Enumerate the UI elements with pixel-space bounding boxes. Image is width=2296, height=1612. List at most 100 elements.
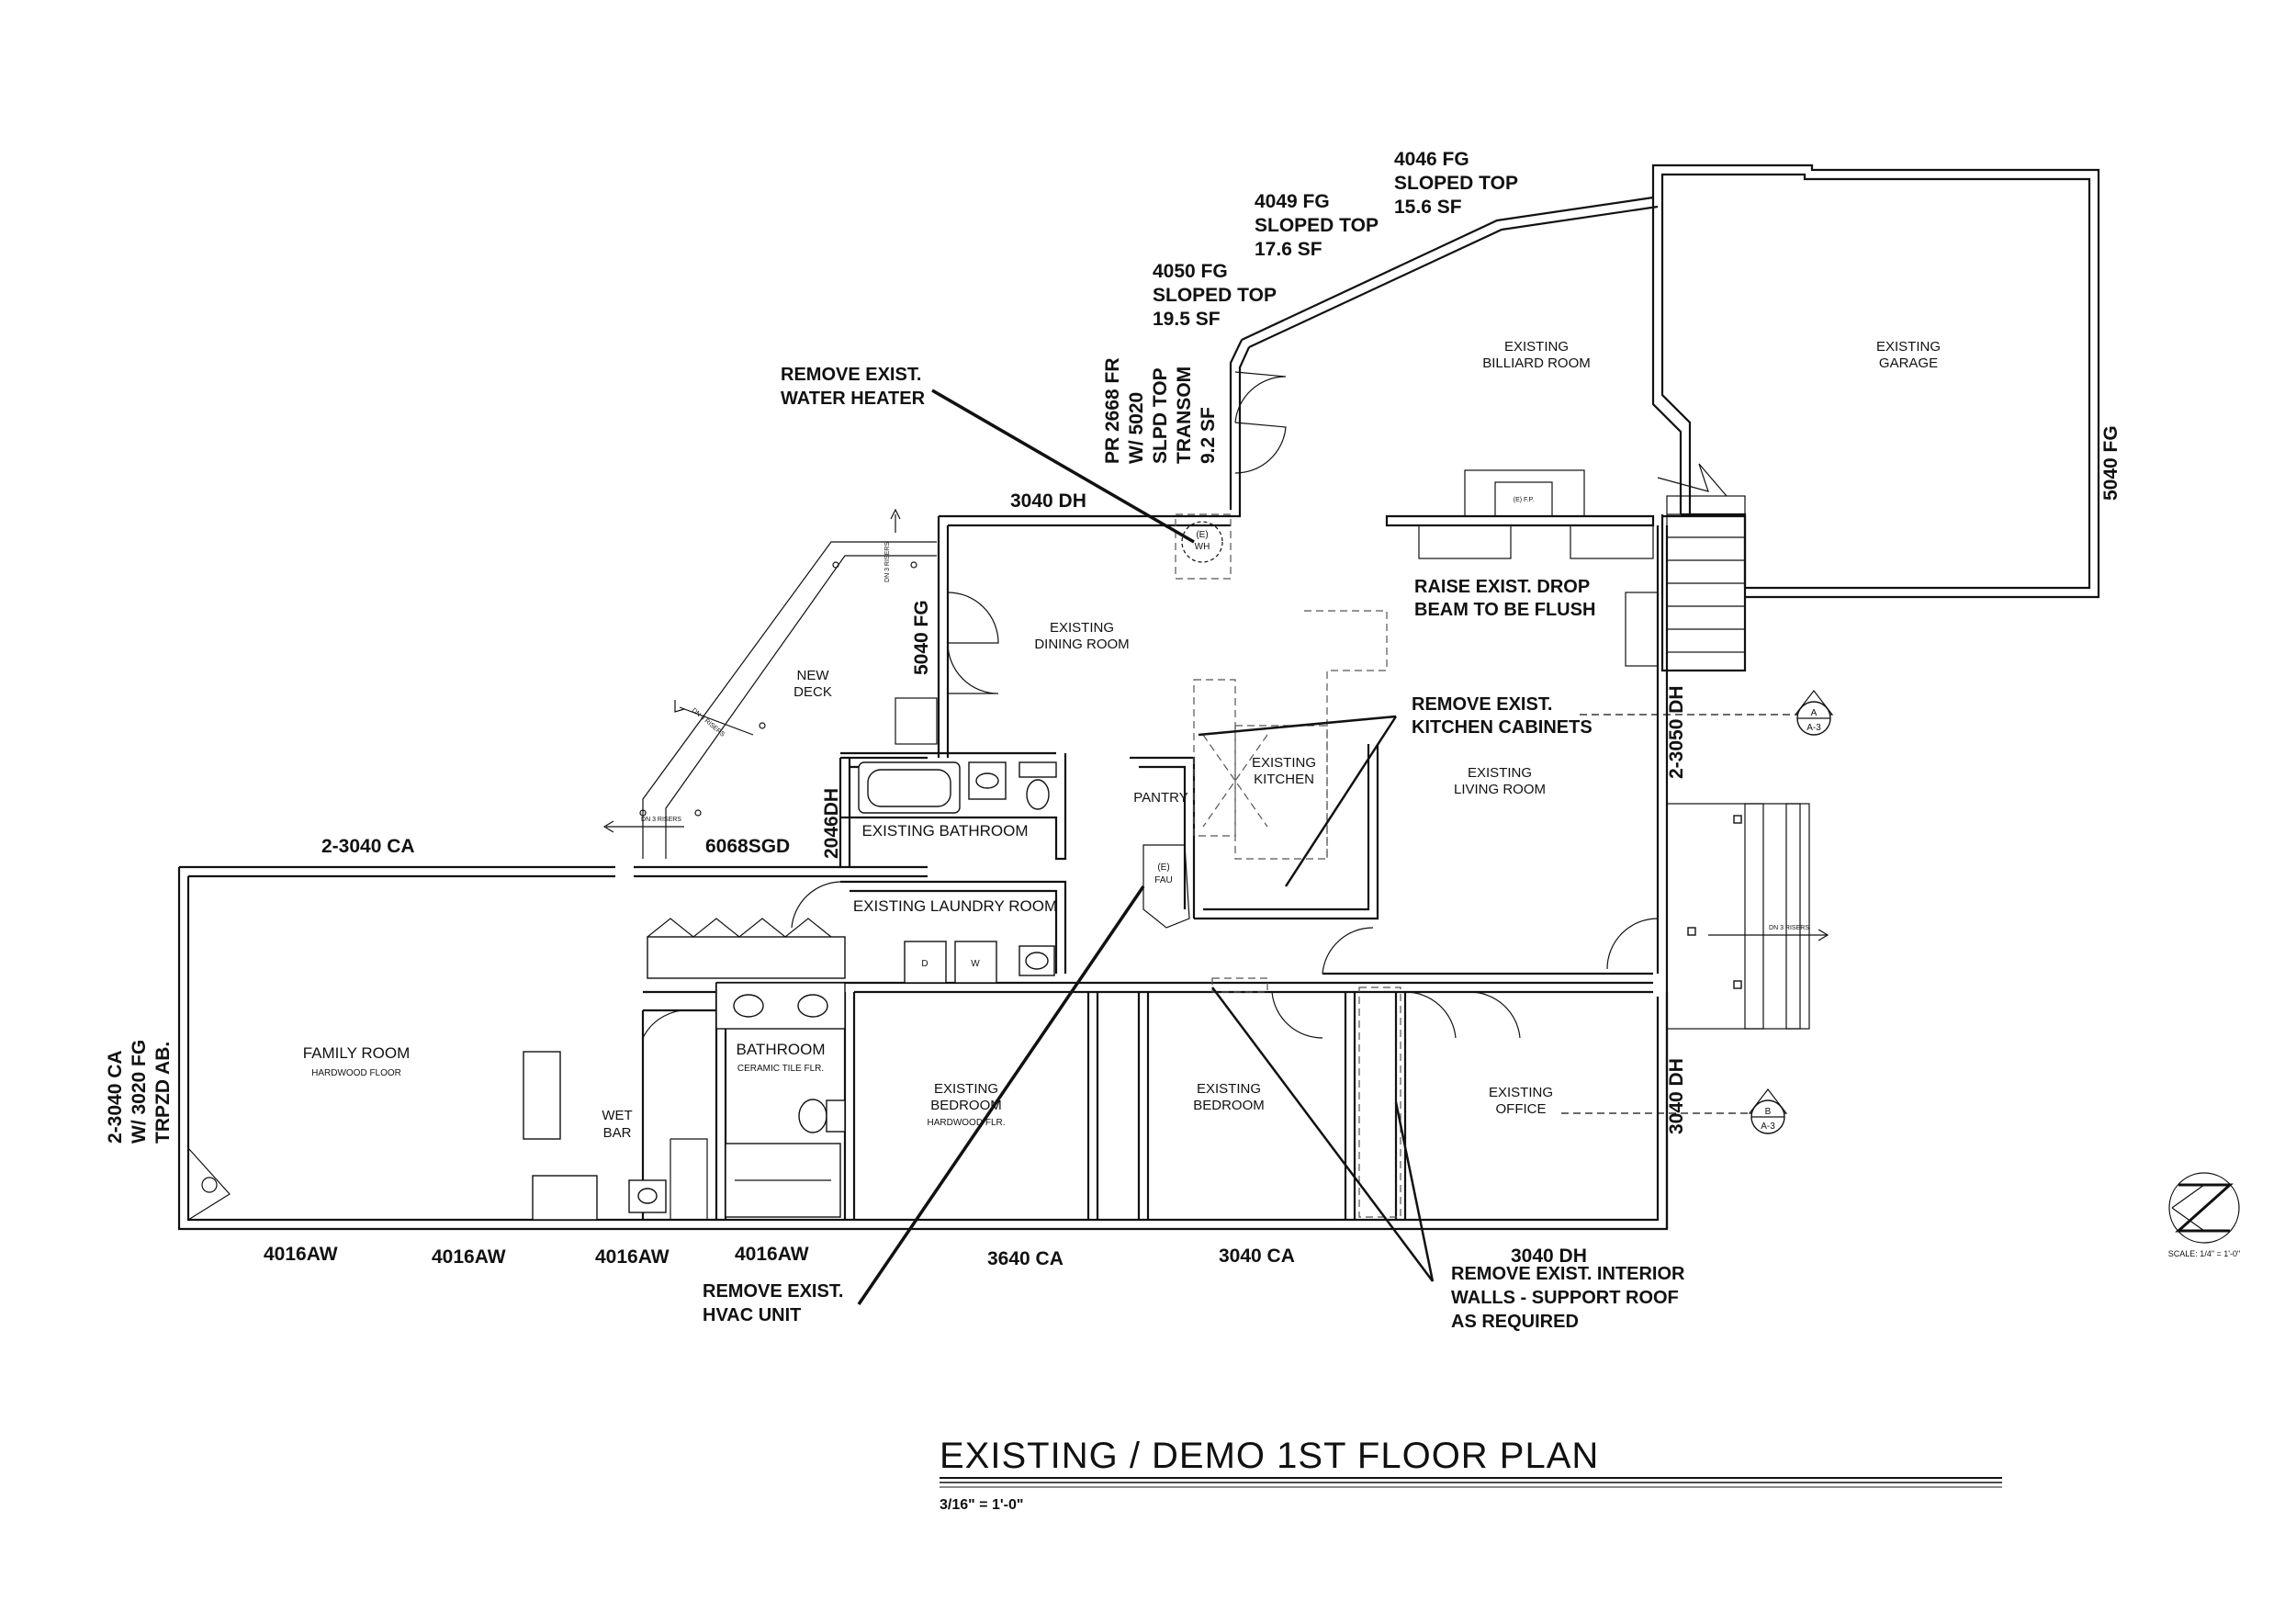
wet-bar-label-1: WET bbox=[602, 1108, 632, 1123]
doors bbox=[642, 371, 1659, 1039]
window-2-3050dh-tag: 2-3050 DH bbox=[1666, 685, 1687, 779]
window-tags: 4046 FG SLOPED TOP 15.6 SF 4049 FG SLOPE… bbox=[105, 149, 2122, 1269]
water-heater-tag-1: (E) bbox=[1196, 530, 1208, 540]
dryer-label: D bbox=[921, 959, 928, 969]
living-room-label-1: EXISTING bbox=[1468, 765, 1532, 781]
pr-door-tag-2: W/ 5020 bbox=[1126, 392, 1147, 464]
fau-tag-2: FAU bbox=[1154, 875, 1172, 885]
water-heater-tag-2: WH bbox=[1195, 542, 1210, 552]
washer-label: W bbox=[971, 959, 980, 969]
office-label-1: EXISTING bbox=[1489, 1085, 1553, 1100]
family-room-floor-label: HARDWOOD FLOOR bbox=[311, 1068, 401, 1078]
note-kitchen-cabinets-2: KITCHEN CABINETS bbox=[1412, 717, 1593, 738]
window-left-tag-3: TRPZD AB. bbox=[152, 1042, 174, 1144]
north-arrow-icon: SCALE: 1/4" = 1'-0" bbox=[2168, 1172, 2240, 1258]
living-room-label-2: LIVING ROOM bbox=[1454, 782, 1546, 797]
bedroom-1-floor-label: HARDWOOD FLR. bbox=[928, 1118, 1006, 1128]
walls bbox=[177, 163, 2100, 1231]
section-markers: A A-3 B A-3 bbox=[1561, 690, 1834, 1134]
note-interior-walls-1: REMOVE EXIST. INTERIOR bbox=[1451, 1264, 1685, 1284]
window-bottom-tag-7: 3040 DH bbox=[1511, 1246, 1587, 1267]
fireplace: (E) F.P. bbox=[1418, 469, 1654, 559]
office-label-2: OFFICE bbox=[1496, 1101, 1547, 1117]
billiard-room-label-1: EXISTING bbox=[1504, 339, 1569, 355]
garage-label-2: GARAGE bbox=[1879, 355, 1938, 371]
pr-door-tag-3: SLPD TOP bbox=[1150, 367, 1171, 464]
riser-label-deck-1: DN 3 RISERS bbox=[884, 542, 891, 582]
note-drop-beam-1: RAISE EXIST. DROP bbox=[1414, 577, 1590, 597]
bathroom-floor-label: CERAMIC TILE FLR. bbox=[737, 1064, 824, 1074]
family-room-label: FAMILY ROOM bbox=[303, 1044, 411, 1062]
bedroom-1-label-2: BEDROOM bbox=[930, 1098, 1002, 1113]
section-b-sheet: A-3 bbox=[1761, 1122, 1775, 1132]
window-4050-tag-2: SLOPED TOP bbox=[1153, 285, 1277, 306]
door-6068sgd-tag: 6068SGD bbox=[705, 836, 790, 857]
drawing-title: EXISTING / DEMO 1ST FLOOR PLAN bbox=[940, 1436, 1599, 1476]
dining-room-label-2: DINING ROOM bbox=[1034, 637, 1129, 652]
window-2-3040ca-top-tag: 2-3040 CA bbox=[321, 836, 415, 857]
window-3040dh-right-tag: 3040 DH bbox=[1666, 1058, 1687, 1134]
window-2046dh-tag: 2046DH bbox=[821, 788, 842, 859]
window-4049-tag-3: 17.6 SF bbox=[1255, 239, 1322, 260]
section-a-sheet: A-3 bbox=[1806, 723, 1821, 733]
bedroom-2-label-2: BEDROOM bbox=[1193, 1098, 1265, 1113]
window-bottom-tag-4: 4016AW bbox=[735, 1244, 809, 1265]
wet-bar-label-2: BAR bbox=[603, 1125, 632, 1141]
existing-bathroom-label: EXISTING BATHROOM bbox=[861, 822, 1028, 840]
window-bottom-tag-2: 4016AW bbox=[432, 1246, 506, 1268]
note-interior-walls-2: WALLS - SUPPORT ROOF bbox=[1451, 1288, 1679, 1308]
fireplace-label: (E) F.P. bbox=[1514, 497, 1534, 503]
pr-door-tag-5: 9.2 SF bbox=[1198, 407, 1219, 464]
window-4050-tag-3: 19.5 SF bbox=[1153, 309, 1221, 330]
window-left-tag-1: 2-3040 CA bbox=[105, 1050, 126, 1144]
window-left-tag-2: W/ 3020 FG bbox=[129, 1040, 150, 1144]
garage-stairs bbox=[1625, 463, 1746, 667]
kitchen-label-1: EXISTING bbox=[1252, 755, 1316, 771]
dining-room-label-1: EXISTING bbox=[1050, 620, 1114, 636]
pantry-label: PANTRY bbox=[1133, 790, 1187, 806]
garage-label-1: EXISTING bbox=[1876, 339, 1941, 355]
window-4049-tag-1: 4049 FG bbox=[1255, 191, 1330, 212]
room-labels: EXISTING BILLIARD ROOM EXISTING GARAGE E… bbox=[303, 339, 1941, 1141]
window-bottom-tag-3: 4016AW bbox=[595, 1246, 670, 1268]
note-interior-walls-3: AS REQUIRED bbox=[1451, 1312, 1579, 1332]
window-4046-tag-2: SLOPED TOP bbox=[1394, 173, 1518, 194]
note-hvac-2: HVAC UNIT bbox=[703, 1305, 801, 1325]
riser-label-deck-3: DN 3 RISERS bbox=[641, 817, 681, 823]
fixtures: D W bbox=[187, 513, 1401, 1221]
laundry-room-label: EXISTING LAUNDRY ROOM bbox=[853, 897, 1057, 915]
bedroom-2-label-1: EXISTING bbox=[1197, 1081, 1261, 1097]
window-4046-tag-1: 4046 FG bbox=[1394, 149, 1469, 170]
window-5040fg-dining-tag: 5040 FG bbox=[911, 600, 932, 675]
billiard-room-label-2: BILLIARD ROOM bbox=[1482, 355, 1591, 371]
window-bottom-tag-5: 3640 CA bbox=[987, 1248, 1064, 1269]
window-5040fg-garage-tag: 5040 FG bbox=[2100, 425, 2122, 501]
side-stoop: DN 3 RISERS bbox=[1666, 803, 1829, 1030]
title-block: EXISTING / DEMO 1ST FLOOR PLAN 3/16" = 1… bbox=[940, 1436, 2002, 1513]
north-arrow-scale: SCALE: 1/4" = 1'-0" bbox=[2168, 1249, 2240, 1258]
deck-label-2: DECK bbox=[793, 684, 832, 700]
window-bottom-tag-6: 3040 CA bbox=[1219, 1246, 1295, 1267]
note-kitchen-cabinets-1: REMOVE EXIST. bbox=[1412, 694, 1552, 715]
window-4049-tag-2: SLOPED TOP bbox=[1255, 215, 1379, 236]
pr-door-tag-4: TRANSOM bbox=[1174, 366, 1195, 464]
note-hvac-1: REMOVE EXIST. bbox=[703, 1281, 843, 1302]
section-a-letter: A bbox=[1811, 708, 1818, 718]
window-4046-tag-3: 15.6 SF bbox=[1394, 197, 1462, 218]
note-water-heater-1: REMOVE EXIST. bbox=[781, 365, 921, 385]
window-bottom-tag-1: 4016AW bbox=[264, 1244, 338, 1265]
pr-door-tag-1: PR 2668 FR bbox=[1102, 357, 1123, 464]
kitchen-label-2: KITCHEN bbox=[1254, 772, 1314, 787]
bathroom-label: BATHROOM bbox=[737, 1041, 826, 1058]
bedroom-1-label-1: EXISTING bbox=[934, 1081, 998, 1097]
window-3040dh-top-tag: 3040 DH bbox=[1010, 490, 1086, 512]
window-4050-tag-1: 4050 FG bbox=[1153, 261, 1228, 282]
section-b-letter: B bbox=[1765, 1107, 1772, 1117]
deck-label-1: NEW bbox=[797, 668, 830, 683]
note-drop-beam-2: BEAM TO BE FLUSH bbox=[1414, 600, 1595, 620]
demo-notes: REMOVE EXIST. WATER HEATER RAISE EXIST. … bbox=[703, 365, 1685, 1332]
riser-label-stoop: DN 3 RISERS bbox=[1769, 925, 1809, 931]
drawing-scale: 3/16" = 1'-0" bbox=[940, 1497, 1023, 1513]
note-water-heater-2: WATER HEATER bbox=[781, 389, 926, 409]
